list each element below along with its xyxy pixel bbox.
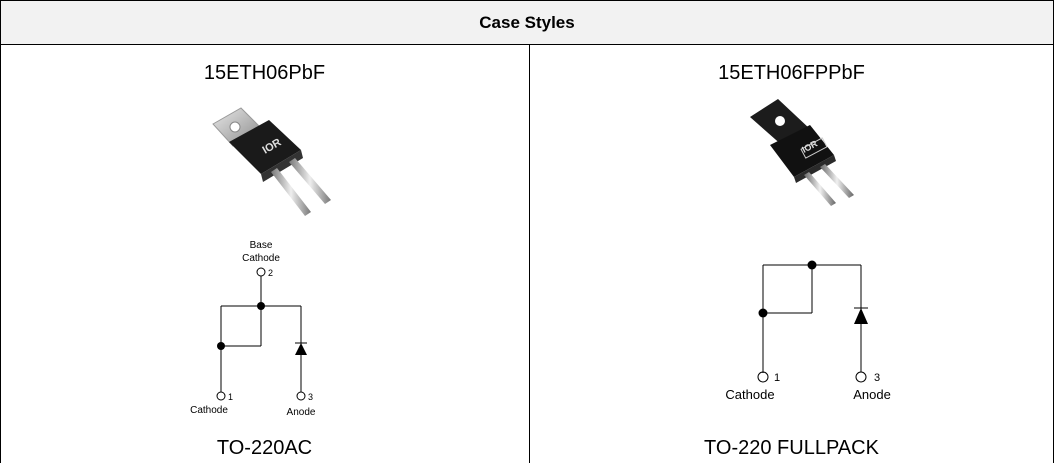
diode-symbol <box>854 308 868 324</box>
pin-3-label: 3 <box>308 392 313 402</box>
right-package-name: TO-220 FULLPACK <box>704 437 879 459</box>
pin-1-label: 1 <box>228 392 233 402</box>
anode-label: Anode <box>853 387 891 402</box>
table-right-border <box>1053 44 1054 463</box>
pin-3-label: 3 <box>874 372 880 384</box>
junction-dot <box>217 342 225 350</box>
to220-fullpack-photo: IOR <box>750 99 854 206</box>
cathode-top-label: Cathode <box>242 253 280 264</box>
cathode-label: Cathode <box>725 387 774 402</box>
left-schematic: Base Cathode 2 1 3 Cathode Anode <box>190 240 316 418</box>
left-package-name: TO-220AC <box>216 437 313 459</box>
junction-dot <box>807 260 817 270</box>
anode-label: Anode <box>287 407 316 418</box>
pin-1-label: 1 <box>774 372 780 384</box>
column-divider <box>529 44 530 463</box>
junction-dot <box>758 308 768 318</box>
table-header: Case Styles <box>1 1 1054 45</box>
pin-2-label: 2 <box>268 268 273 278</box>
base-label: Base <box>250 240 273 251</box>
right-part-number: 15ETH06FPPbF <box>718 62 865 84</box>
cathode-label: Cathode <box>190 405 228 416</box>
table-title: Case Styles <box>479 12 575 32</box>
diode-symbol <box>295 343 307 355</box>
right-schematic: 1 3 Cathode Anode <box>725 260 891 402</box>
to220ac-package-photo: IOR <box>212 107 331 216</box>
junction-dot <box>257 302 265 310</box>
left-part-number: 15ETH06PbF <box>203 62 326 84</box>
